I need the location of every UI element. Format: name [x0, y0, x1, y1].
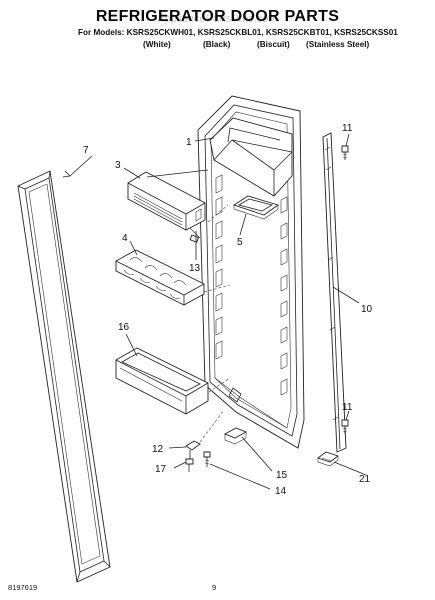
- door-shelf-ribs: [215, 174, 288, 396]
- page-title: REFRIGERATOR DOOR PARTS: [95, 8, 340, 25]
- dairy-bin[interactable]: [127, 171, 206, 243]
- callout-3: 3: [115, 160, 121, 171]
- callout-15: 15: [276, 470, 288, 481]
- document-number: 8197619: [8, 583, 38, 592]
- bottom-screw[interactable]: [203, 451, 211, 467]
- callout-1: 1: [186, 137, 192, 148]
- callout-17: 17: [155, 464, 167, 475]
- color-label-biscuit: (Biscuit): [257, 40, 290, 49]
- hinge-screw[interactable]: [185, 458, 194, 472]
- callout-7: 7: [83, 145, 89, 156]
- door-bin[interactable]: [115, 347, 209, 415]
- door-gasket[interactable]: [17, 170, 111, 583]
- color-label-black: (Black): [203, 40, 231, 49]
- page-number: 9: [212, 583, 217, 592]
- models-line: For Models: KSRS25CKWH01, KSRS25CKBL01, …: [78, 28, 398, 37]
- door-stop-clip[interactable]: [317, 451, 339, 467]
- callout-11-top: 11: [342, 123, 353, 134]
- callout-13: 13: [189, 263, 201, 274]
- callout-10: 10: [361, 304, 373, 315]
- callout-16: 16: [118, 322, 130, 333]
- callout-5: 5: [237, 237, 243, 248]
- leader-lines: [62, 133, 367, 490]
- door-trim-strip[interactable]: [322, 132, 347, 453]
- callout-12: 12: [152, 444, 164, 455]
- screw-top[interactable]: [341, 145, 349, 160]
- color-label-white: (White): [143, 40, 171, 49]
- callout-14: 14: [275, 486, 287, 497]
- callout-11-bottom: 11: [342, 402, 353, 413]
- color-label-stainless: (Stainless Steel): [306, 40, 370, 49]
- hinge-bushing[interactable]: [223, 427, 248, 445]
- callout-4: 4: [122, 233, 128, 244]
- egg-holder[interactable]: [115, 249, 205, 306]
- callout-21: 21: [359, 474, 371, 485]
- door-assembly[interactable]: [197, 95, 305, 449]
- watermark: AppliancePartsPros.com: [157, 13, 278, 25]
- egg-tray[interactable]: [232, 195, 280, 220]
